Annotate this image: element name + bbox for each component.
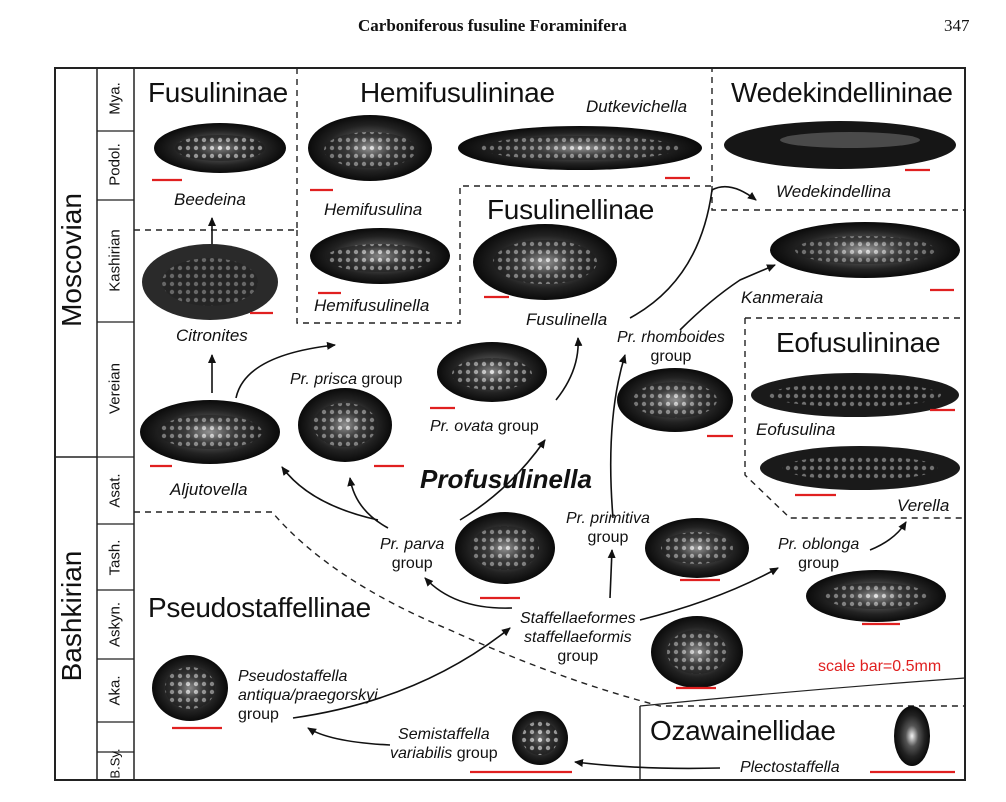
stage-asat: Asat. bbox=[106, 473, 124, 508]
plectostaffella-fossil bbox=[894, 706, 930, 766]
label-wedekindellina: Wedekindellina bbox=[776, 182, 891, 201]
stage-aka: Aka. bbox=[106, 675, 124, 706]
title-ozawainellidae: Ozawainellidae bbox=[650, 715, 836, 746]
stage-bsy: B.Sy. bbox=[107, 748, 123, 779]
stage-askyn: Askyn. bbox=[106, 602, 124, 648]
label-citronites: Citronites bbox=[176, 326, 248, 345]
title-pseudostaffellinae: Pseudostaffellinae bbox=[148, 592, 371, 623]
stage-vereian: Vereian bbox=[106, 363, 124, 414]
label-profusulinella: Profusulinella bbox=[420, 464, 592, 494]
label-fusulinella: Fusulinella bbox=[526, 310, 608, 329]
scale-note: scale bar=0.5mm bbox=[818, 658, 942, 675]
fossil-images bbox=[140, 115, 960, 766]
running-title: Carboniferous fusuline Foraminifera bbox=[358, 16, 627, 35]
stage-podol: Podol. bbox=[106, 143, 124, 186]
title-eofusulininae: Eofusulininae bbox=[776, 327, 941, 358]
outer-frame bbox=[54, 67, 966, 781]
label-beedeina: Beedeina bbox=[174, 190, 246, 209]
page-number: 347 bbox=[944, 16, 970, 35]
label-plectostaffella: Plectostaffella bbox=[740, 759, 840, 776]
label-kanmeraia: Kanmeraia bbox=[741, 288, 824, 307]
title-wedekindellininae: Wedekindellininae bbox=[731, 77, 953, 108]
title-fusulininae: Fusulininae bbox=[148, 77, 288, 108]
title-hemifusulininae: Hemifusulininae bbox=[360, 77, 555, 108]
series-moscovian: Moscovian bbox=[56, 193, 87, 327]
label-prisca-group: Pr. prisca group bbox=[290, 371, 403, 388]
series-bashkirian: Bashkirian bbox=[56, 550, 87, 682]
label-dutkevichella: Dutkevichella bbox=[586, 97, 688, 116]
stage-kashirian: Kashirian bbox=[106, 229, 124, 292]
stage-mya: Mya. bbox=[106, 82, 124, 115]
label-hemifusulinella: Hemifusulinella bbox=[314, 296, 430, 315]
stage-tash: Tash. bbox=[106, 539, 124, 576]
title-fusulinellinae: Fusulinellinae bbox=[487, 194, 655, 225]
label-verella: Verella bbox=[897, 496, 950, 515]
label-ovata-group: Pr. ovata group bbox=[430, 418, 539, 435]
label-aljutovella: Aljutovella bbox=[170, 480, 248, 499]
label-eofusulina: Eofusulina bbox=[756, 420, 836, 439]
scale-bars bbox=[150, 168, 955, 774]
label-hemifusulina: Hemifusulina bbox=[324, 200, 423, 219]
